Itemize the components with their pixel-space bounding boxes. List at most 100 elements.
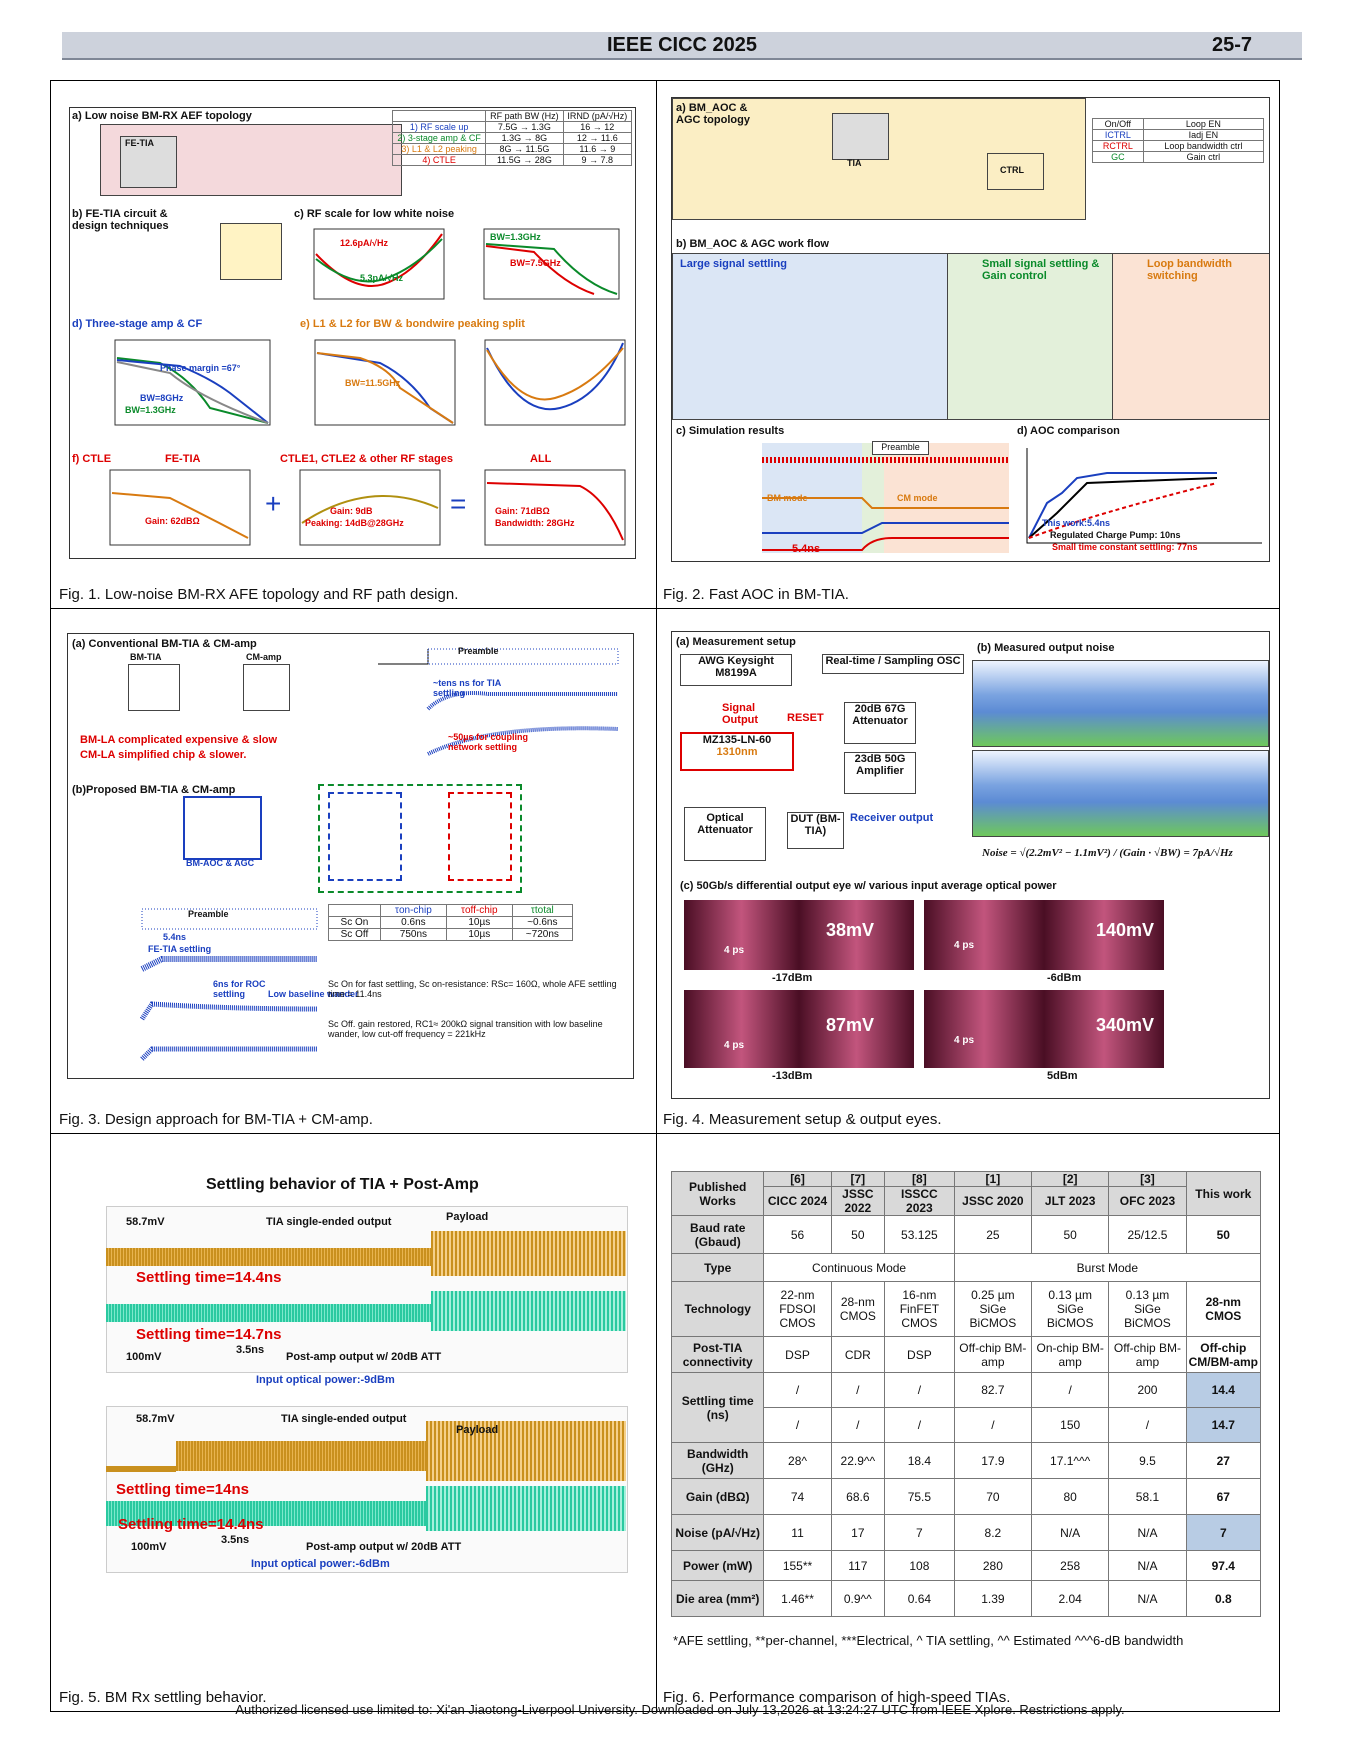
fig6-cell: / xyxy=(763,1372,832,1408)
fig1-f-ctle-title: CTLE1, CTLE2 & other RF stages xyxy=(280,453,453,465)
fig3-lbw: Low baseline wander xyxy=(268,989,359,999)
fig5-post-trace-2 xyxy=(106,1501,426,1526)
fig6-cell: 68.6 xyxy=(830,1478,886,1515)
fig6-head: [7] xyxy=(830,1171,886,1187)
fig3-tbl-head xyxy=(328,904,381,917)
fig6-settle-label-cell: Settling time (ns) xyxy=(670,1372,765,1443)
fig6-cell: 258 xyxy=(1031,1550,1110,1581)
fig5-p2-v1: 58.7mV xyxy=(136,1413,175,1425)
fig2-aoc-compare-plot xyxy=(1026,448,1262,544)
fig3-conv-waveforms xyxy=(378,648,619,756)
fig2-step3-label: Loop bandwidth switching xyxy=(1147,258,1232,282)
fig6-cell: / xyxy=(884,1372,955,1408)
fig1-gain3: Gain: 71dBΩ xyxy=(495,506,550,516)
fig4-eye-1-amp: 38mV xyxy=(825,920,874,940)
fig5-p2-pwr: Input optical power:-6dBm xyxy=(251,1558,390,1570)
fig1-noise-value-1: 12.6pA/√Hz xyxy=(340,238,388,248)
fig2-preamble-tag: Preamble xyxy=(872,441,929,455)
fig1-caption: Fig. 1. Low-noise BM-RX AFE topology and… xyxy=(59,586,459,603)
fig6-caption: Fig. 6. Performance comparison of high-s… xyxy=(663,1689,1011,1706)
fig6-cell: DSP xyxy=(884,1336,955,1373)
fig1-e-label: e) L1 & L2 for BW & bondwire peaking spl… xyxy=(300,318,525,330)
fig4-eye-2-pwr: -6dBm xyxy=(1047,972,1082,984)
fig6-head: [3] xyxy=(1108,1171,1187,1187)
fig6-cell: 70 xyxy=(953,1478,1033,1515)
fig6-cell: / xyxy=(830,1407,886,1443)
fig3-bullet-2: Sc Off. gain restored, RC1≈ 200kΩ signal… xyxy=(328,1019,603,1039)
fig4-noise-scope-1 xyxy=(972,660,1269,747)
fig5-tia-payload-1 xyxy=(431,1231,626,1276)
fig6-cell: N/A xyxy=(1108,1514,1187,1551)
fig4-eye-2-amp: 140mV xyxy=(1095,920,1154,940)
fig6-head: [1] xyxy=(953,1171,1033,1187)
fig5-tia-base-2 xyxy=(106,1466,176,1472)
fig1-tbl-cell: 1) RF scale up xyxy=(391,121,487,133)
fig1-fe-tia-block xyxy=(120,136,177,188)
fig3-bm-aoc-block xyxy=(183,796,262,860)
fig6-cell: 22-nm FDSOI CMOS xyxy=(763,1281,832,1337)
fig6-cell: / xyxy=(830,1372,886,1408)
fig5-p1-st1: Settling time=14.4ns xyxy=(136,1269,282,1286)
fig1-tbl-cell: 8G → 11.5G xyxy=(485,143,564,155)
fig5-post-trace-1 xyxy=(106,1304,431,1322)
fig2-tia-label: TIA xyxy=(847,158,862,168)
fig6-cell: 25 xyxy=(953,1215,1033,1254)
fig2-a-label: a) BM_AOC & AGC topology xyxy=(676,102,750,126)
fig6-head: [6] xyxy=(763,1171,832,1187)
fig6-cell: 0.25 µm SiGe BiCMOS xyxy=(953,1281,1033,1337)
fig1-tbl-cell: 3) L1 & L2 peaking xyxy=(391,143,487,155)
conference-title: IEEE CICC 2025 xyxy=(606,34,758,56)
fig3-a-label: (a) Conventional BM-TIA & CM-amp xyxy=(72,638,257,650)
fig4-attenuator-box: 20dB 67G Attenuator xyxy=(844,702,916,744)
fig6-cell: CDR xyxy=(830,1336,886,1373)
fig2-caption: Fig. 2. Fast AOC in BM-TIA. xyxy=(663,586,849,603)
fig4-eye-2-ps: 4 ps xyxy=(954,940,975,951)
fig1-bw-label-b: BW=7.5GHz xyxy=(510,258,561,268)
fig6-cell: 16-nm FinFET CMOS xyxy=(884,1281,955,1337)
fig4-caption: Fig. 4. Measurement setup & output eyes. xyxy=(663,1111,942,1128)
fig6-head: [2] xyxy=(1031,1171,1110,1187)
fig6-cell: Off-chip CM/BM-amp xyxy=(1185,1336,1262,1373)
fig3-tbl-cell: 0.6ns xyxy=(379,916,447,929)
fig6-row-label: Bandwidth (GHz) xyxy=(670,1442,765,1479)
fig1-bw3: Bandwidth: 28GHz xyxy=(495,518,575,528)
fig3-tbl-head: τon-chip xyxy=(379,904,447,917)
fig6-cell: / xyxy=(1108,1407,1187,1443)
fig4-eye-4-ps: 4 ps xyxy=(954,1035,975,1046)
fig1-b-label: b) FE-TIA circuit & design techniques xyxy=(72,208,169,232)
fig3-b-label: (b)Proposed BM-TIA & CM-amp xyxy=(72,784,236,796)
fig5-p2-t: 3.5ns xyxy=(221,1534,250,1546)
fig6-row-label: Type xyxy=(670,1253,765,1282)
fig3-tbl-cell: 10µs xyxy=(445,928,513,941)
fig1-ctle-plots: + = xyxy=(109,469,626,546)
fig3-tbl-cell: Sc On xyxy=(328,916,381,929)
fig1-summary-table: RF path BW (Hz)IRND (pA/√Hz) 1) RF scale… xyxy=(391,110,633,166)
fig6-footnote: *AFE settling, **per-channel, ***Electri… xyxy=(673,1633,1184,1648)
fig4-reset: RESET xyxy=(787,712,824,724)
fig5-post-payload-1 xyxy=(431,1291,626,1331)
fig4-noise-equation: Noise = √(2.2mV² − 1.1mV²) / (Gain · √BW… xyxy=(982,847,1233,859)
fig3-cm-amp-label: CM-amp xyxy=(246,652,282,662)
fig6-cell: 14.7 xyxy=(1185,1407,1262,1443)
fig6-cell: N/A xyxy=(1108,1550,1187,1581)
fig6-cell: 27 xyxy=(1185,1442,1262,1479)
fig6-cell: 25/12.5 xyxy=(1108,1215,1187,1254)
fig6-cell: 108 xyxy=(884,1550,955,1581)
fig6-head: This work xyxy=(1185,1171,1262,1216)
fig6-settle-label: Settling time (ns) xyxy=(681,1393,754,1422)
fig5-title: Settling behavior of TIA + Post-Amp xyxy=(206,1176,479,1193)
fig3-cm-amp-block xyxy=(243,664,290,711)
fig1-tbl-head: IRND (pA/√Hz) xyxy=(562,110,633,122)
fig2-cm-mode: CM mode xyxy=(897,493,938,503)
fig2-tbl-cell: Loop bandwidth ctrl xyxy=(1142,140,1265,152)
fig1-three-stage-plot xyxy=(114,339,271,426)
fig2-step1-area xyxy=(672,253,949,420)
grid-divider-h1 xyxy=(51,608,1279,609)
fig1-three-stage-block xyxy=(220,223,282,280)
page-header: IEEE CICC 2025 25-7 xyxy=(62,32,1302,60)
svg-text:+: + xyxy=(265,488,281,519)
fig1-panel: a) Low noise BM-RX AEF topology FE-TIA R… xyxy=(69,107,636,559)
fig1-bw13: BW=1.3GHz xyxy=(125,405,176,415)
fig3-tbl-cell: ~720ns xyxy=(511,928,574,941)
fig4-eye-4: 340mV 4 ps xyxy=(924,990,1164,1068)
